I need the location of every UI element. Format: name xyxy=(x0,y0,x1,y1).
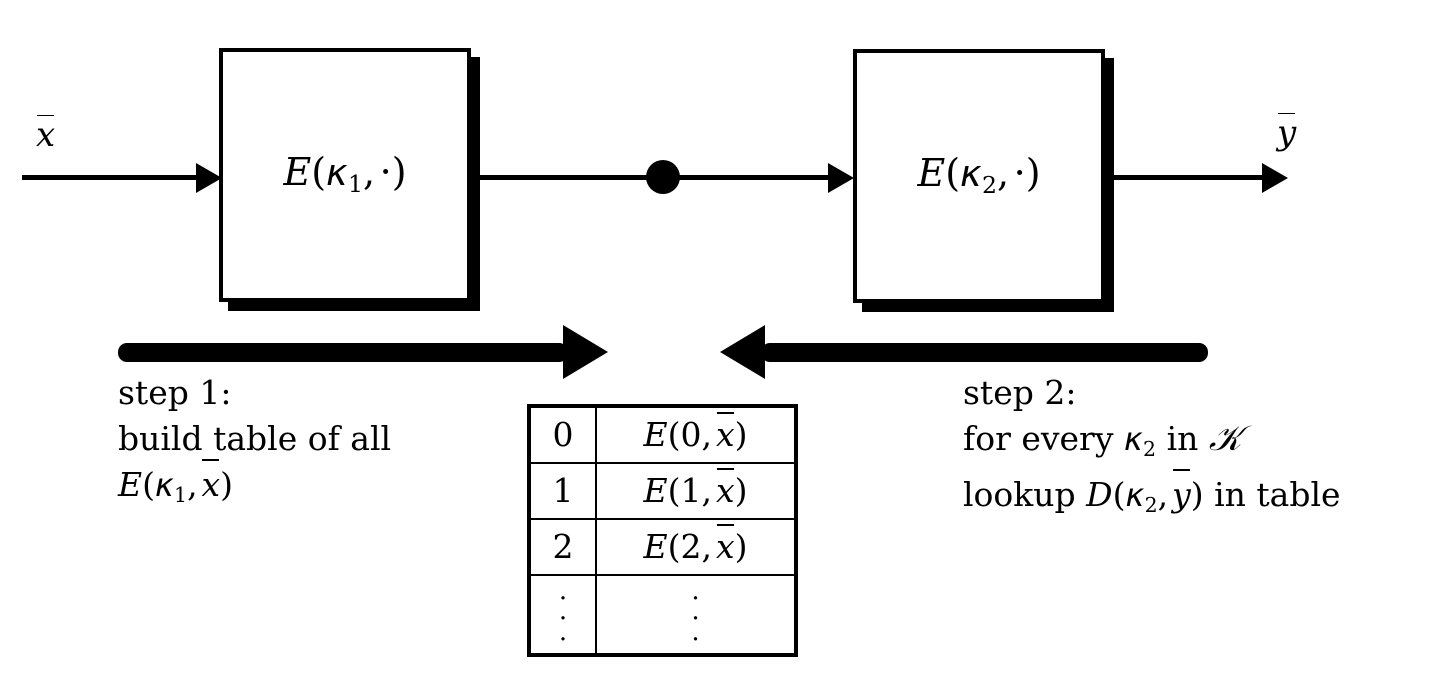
output-wire xyxy=(1113,175,1265,180)
key-space-symbol: 𝒦 xyxy=(1208,419,1242,459)
table-row: 2 E(2,x) xyxy=(531,517,794,576)
input-signal-label: x xyxy=(36,114,56,155)
table-row: 0 E(0,x) xyxy=(531,408,794,464)
step-2-line-1: for every κ2 in 𝒦 xyxy=(963,419,1242,462)
table-cell-value-ellipsis: ... xyxy=(595,573,794,653)
midpoint-node-icon xyxy=(646,160,680,194)
output-signal-label: y xyxy=(1277,112,1297,153)
step-1-caption: step 1: build table of all E(κ1,x) xyxy=(118,370,391,518)
table-cell-value: E(2,x) xyxy=(595,517,794,576)
step-1-arrow-shaft xyxy=(118,343,568,362)
table-cell-key: 1 xyxy=(531,461,597,520)
first-encryption-block-label: E(κ1,·) xyxy=(283,150,407,199)
table-cell-value: E(0,x) xyxy=(595,408,794,464)
first-encryption-block[interactable]: E(κ1,·) xyxy=(219,48,471,302)
vertical-dots-icon: ... xyxy=(691,575,700,648)
step-2-arrow-shaft xyxy=(761,343,1208,362)
step-2-line-2: lookup D(κ2,y) in table xyxy=(963,468,1341,528)
table-row-ellipsis: ... ... xyxy=(531,573,794,653)
step-2-arrowhead-icon xyxy=(720,325,765,379)
precomputed-lookup-table[interactable]: 0 E(0,x) 1 E(1,x) 2 E(2,x) ... ... xyxy=(527,404,798,657)
step-1-arrowhead-icon xyxy=(563,325,608,379)
second-encryption-block-label: E(κ2,·) xyxy=(917,151,1041,200)
table-cell-key-ellipsis: ... xyxy=(531,573,597,653)
vertical-dots-icon: ... xyxy=(558,575,568,648)
table-row: 1 E(1,x) xyxy=(531,461,794,520)
table-cell-key: 0 xyxy=(531,408,597,464)
step-1-heading: step 1: xyxy=(118,373,232,412)
table-cell-key: 2 xyxy=(531,517,597,576)
input-arrowhead-icon xyxy=(196,163,222,193)
output-arrowhead-icon xyxy=(1262,163,1288,193)
step-1-line-2: E(κ1,x) xyxy=(118,458,391,518)
output-signal-label-text: y xyxy=(1277,112,1297,153)
table-cell-value: E(1,x) xyxy=(595,461,794,520)
input-wire xyxy=(22,175,202,180)
input-signal-label-text: x xyxy=(36,114,56,155)
second-encryption-block[interactable]: E(κ2,·) xyxy=(853,49,1105,303)
step-2-caption: step 2: for every κ2 in 𝒦 lookup D(κ2,y)… xyxy=(963,370,1341,528)
step-1-line-1: build table of all xyxy=(118,419,392,458)
middle-arrowhead-icon xyxy=(828,163,854,193)
step-2-heading: step 2: xyxy=(963,373,1077,412)
